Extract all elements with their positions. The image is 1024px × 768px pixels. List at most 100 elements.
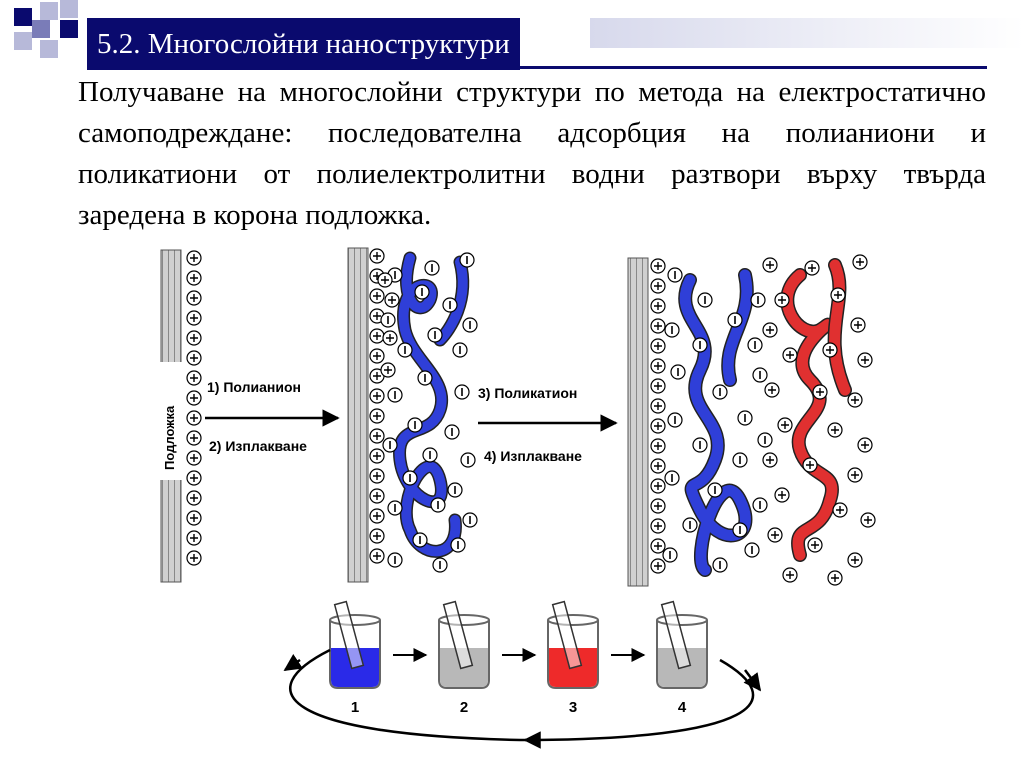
plus-charge bbox=[762, 452, 778, 468]
step3-label: 3) Поликатион bbox=[478, 385, 577, 401]
minus-charge bbox=[462, 512, 478, 528]
minus-charge bbox=[662, 547, 678, 563]
plus-charge bbox=[650, 358, 666, 374]
step2-label: 2) Изплакване bbox=[209, 438, 307, 454]
plus-charge bbox=[650, 518, 666, 534]
plus-charge bbox=[764, 382, 780, 398]
beaker-cycle: 1 2 3 4 bbox=[329, 600, 708, 716]
plus-charge bbox=[832, 502, 848, 518]
beaker-1 bbox=[329, 600, 381, 689]
beaker-label: 3 bbox=[569, 699, 577, 716]
plus-charge bbox=[186, 450, 202, 466]
plus-charge bbox=[782, 347, 798, 363]
minus-charge bbox=[450, 537, 466, 553]
step4-label: 4) Изплакване bbox=[484, 448, 582, 464]
minus-charge bbox=[402, 470, 418, 486]
minus-charge bbox=[664, 470, 680, 486]
cycle-loop bbox=[289, 648, 755, 742]
plus-charge bbox=[186, 530, 202, 546]
minus-charge bbox=[412, 532, 428, 548]
plus-charge bbox=[186, 250, 202, 266]
plus-charge bbox=[774, 487, 790, 503]
minus-charge bbox=[444, 424, 460, 440]
plus-charge bbox=[369, 408, 385, 424]
plus-charge bbox=[650, 498, 666, 514]
plus-charge bbox=[186, 330, 202, 346]
plus-charge bbox=[762, 257, 778, 273]
minus-charge bbox=[712, 384, 728, 400]
plus-charge bbox=[377, 272, 393, 288]
minus-charge bbox=[727, 312, 743, 328]
plus-charge bbox=[186, 470, 202, 486]
plus-charge bbox=[650, 438, 666, 454]
minus-charge bbox=[667, 267, 683, 283]
substrate-multilayer bbox=[627, 254, 876, 587]
minus-charge bbox=[462, 317, 478, 333]
plus-charge bbox=[650, 258, 666, 274]
plus-charge bbox=[650, 338, 666, 354]
plus-charge bbox=[186, 410, 202, 426]
minus-charge bbox=[387, 387, 403, 403]
plus-charge bbox=[186, 350, 202, 366]
beaker-label: 4 bbox=[678, 699, 687, 716]
plus-charge bbox=[186, 490, 202, 506]
plus-charge bbox=[860, 512, 876, 528]
plus-charge bbox=[777, 417, 793, 433]
plus-charge bbox=[186, 550, 202, 566]
minus-charge bbox=[380, 312, 396, 328]
plus-charge bbox=[804, 260, 820, 276]
plus-charge bbox=[369, 428, 385, 444]
plus-charge bbox=[369, 388, 385, 404]
minus-charge bbox=[752, 367, 768, 383]
plus-charge bbox=[186, 390, 202, 406]
minus-charge bbox=[667, 412, 683, 428]
plus-charge bbox=[369, 348, 385, 364]
plus-charge bbox=[807, 537, 823, 553]
plus-charge bbox=[847, 552, 863, 568]
beaker-4 bbox=[656, 600, 708, 689]
plus-charge bbox=[186, 430, 202, 446]
plus-charge bbox=[767, 527, 783, 543]
slide-title: 5.2. Многослойни наноструктури bbox=[87, 18, 520, 70]
plus-charge bbox=[369, 488, 385, 504]
plus-charge bbox=[650, 298, 666, 314]
minus-charge bbox=[459, 252, 475, 268]
plus-charge bbox=[380, 362, 396, 378]
plus-charge bbox=[369, 548, 385, 564]
plus-charge bbox=[369, 468, 385, 484]
plus-charge bbox=[650, 478, 666, 494]
plus-charge bbox=[857, 437, 873, 453]
minus-charge bbox=[382, 437, 398, 453]
minus-charge bbox=[712, 557, 728, 573]
minus-charge bbox=[397, 342, 413, 358]
beaker-label: 2 bbox=[460, 699, 468, 716]
beaker-2 bbox=[438, 600, 490, 689]
plus-charge bbox=[650, 378, 666, 394]
plus-charge bbox=[369, 328, 385, 344]
beaker-3 bbox=[547, 600, 599, 689]
minus-charge bbox=[707, 482, 723, 498]
minus-charge bbox=[744, 542, 760, 558]
beaker-label: 1 bbox=[351, 699, 359, 716]
plus-charge bbox=[857, 352, 873, 368]
minus-charge bbox=[452, 342, 468, 358]
plus-charge bbox=[650, 418, 666, 434]
minus-charge bbox=[692, 337, 708, 353]
step1-label: 1) Полианион bbox=[207, 379, 301, 395]
plus-charge bbox=[369, 528, 385, 544]
minus-charge bbox=[407, 417, 423, 433]
plus-charge bbox=[384, 292, 400, 308]
plus-charge bbox=[852, 254, 868, 270]
plus-charge bbox=[186, 290, 202, 306]
minus-charge bbox=[417, 370, 433, 386]
slide-body-text: Получаване на многослойни структури по м… bbox=[78, 76, 986, 231]
minus-charge bbox=[442, 297, 458, 313]
plus-charge bbox=[830, 287, 846, 303]
plus-charge bbox=[774, 292, 790, 308]
plus-charge bbox=[847, 392, 863, 408]
minus-charge bbox=[422, 447, 438, 463]
minus-charge bbox=[737, 410, 753, 426]
title-underline bbox=[87, 66, 987, 69]
plus-charge bbox=[762, 322, 778, 338]
